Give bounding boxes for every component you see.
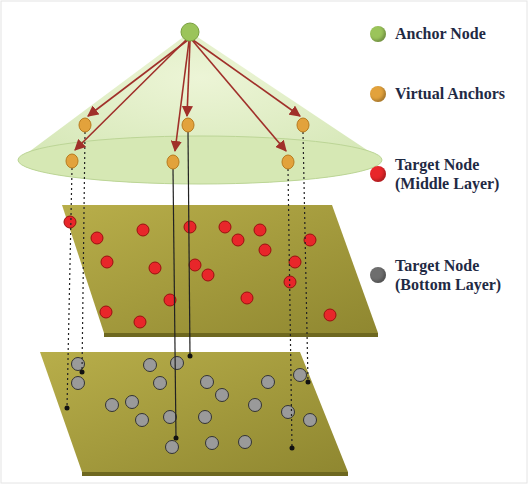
target-node-bottom: [136, 414, 149, 427]
target-node-bottom: [304, 414, 317, 427]
target-node-bottom: [249, 399, 262, 412]
target-node-bottom: [239, 436, 252, 449]
target-node-middle: [232, 234, 244, 246]
legend-label: Anchor Node: [395, 24, 517, 43]
plane-edge: [104, 333, 378, 337]
target-node-bottom: [199, 411, 212, 424]
cone-base: [18, 136, 382, 184]
legend-swatch: [370, 26, 386, 42]
coverage-cone: [18, 32, 382, 184]
target-node-bottom: [106, 399, 119, 412]
target-node-bottom: [171, 357, 184, 370]
legend-label: Virtual Anchors: [395, 84, 517, 103]
target-node-middle: [64, 216, 76, 228]
target-node-middle: [100, 306, 112, 318]
target-node-middle: [284, 276, 296, 288]
target-node-bottom: [262, 376, 275, 389]
anchor-node: [181, 23, 199, 41]
target-node-middle: [184, 221, 196, 233]
ranging-arrows: [75, 40, 300, 151]
target-node-middle: [149, 262, 161, 274]
legend-entry: Anchor Node: [370, 24, 517, 43]
target-node-bottom: [164, 411, 177, 424]
middle-layer-plane: [62, 205, 378, 333]
target-node-middle: [241, 292, 253, 304]
target-node-middle: [324, 309, 336, 321]
plane-edge: [82, 472, 348, 476]
legend-swatch: [370, 267, 386, 283]
legend-entry: Target Node (Middle Layer): [370, 155, 517, 193]
legend-entry: Virtual Anchors: [370, 84, 517, 103]
target-node-bottom: [216, 389, 229, 402]
target-node-middle: [189, 259, 201, 271]
target-node-middle: [202, 269, 214, 281]
target-node-bottom: [144, 359, 157, 372]
legend-swatch: [370, 166, 386, 182]
target-node-bottom: [201, 376, 214, 389]
target-node-middle: [259, 244, 271, 256]
target-node-middle: [304, 234, 316, 246]
target-node-bottom: [206, 437, 219, 450]
target-node-bottom: [166, 441, 179, 454]
target-node-middle: [219, 221, 231, 233]
target-node-middle: [254, 224, 266, 236]
target-node-middle: [134, 316, 146, 328]
bottom-layer-plane: [40, 352, 348, 472]
legend-swatch: [370, 86, 386, 102]
target-node-middle: [101, 256, 113, 268]
target-node-bottom: [72, 377, 85, 390]
legend-label: Target Node (Middle Layer): [395, 155, 517, 193]
target-node-middle: [91, 232, 103, 244]
virtual-anchors: [66, 118, 309, 169]
legend-entry: Target Node (Bottom Layer): [370, 256, 517, 294]
target-node-middle: [137, 224, 149, 236]
legend-label: Target Node (Bottom Layer): [395, 256, 517, 294]
target-node-bottom: [282, 406, 295, 419]
target-node-middle: [289, 256, 301, 268]
target-node-bottom: [294, 369, 307, 382]
target-node-bottom: [126, 396, 139, 409]
target-node-bottom: [154, 377, 167, 390]
